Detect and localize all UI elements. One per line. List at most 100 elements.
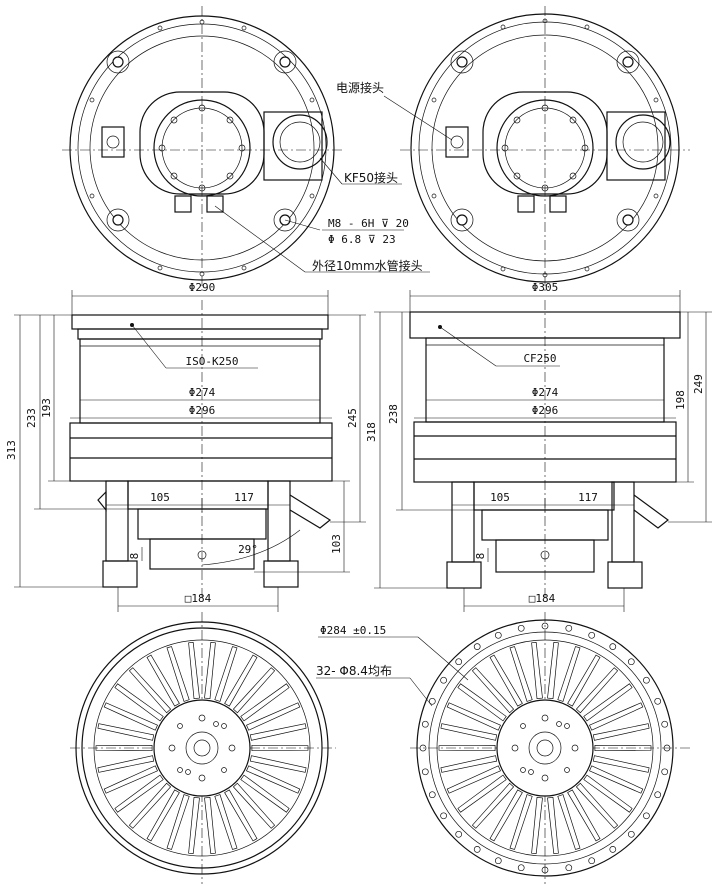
dim-h-total-left: 313 [5,440,18,460]
bolt-hole [588,631,596,639]
rotor-blade [489,789,523,842]
bolt-hole [627,658,635,666]
bolt-hole [565,864,573,872]
rotor-blade [567,654,601,707]
bolt-hole [609,643,617,650]
bolt-hole [494,857,502,865]
rotor-blade [232,667,276,714]
rotor-blade [440,755,498,773]
rotor-blade [249,755,307,773]
top-view-right [383,6,690,292]
bolt-hole [654,697,662,705]
bolt-holes-right [419,622,671,874]
rotor-blade [509,646,533,702]
dim-w-left-right: 105 [490,491,510,504]
dim-dia-base-left: Φ296 [189,404,216,417]
bolt-hole [565,624,573,632]
rotor-blade [246,702,301,731]
dim-h2-right: 238 [387,404,400,424]
bottom-view-right [316,612,690,884]
rotor-blade [457,774,507,813]
rotor-blade [583,774,633,813]
rotor-blade [97,755,155,773]
rotor-blade [232,782,276,829]
bolt-hole [473,643,481,650]
rotor-blade [166,646,190,702]
bolt-hole [428,697,436,705]
dim-dia-body-right: Φ274 [532,386,559,399]
rotor-blade [567,789,601,842]
dim-w-left-left: 105 [150,491,170,504]
rotor-blade [509,794,533,850]
rotor-blade [547,797,559,854]
rotor-blade [489,654,523,707]
rotor-blade [240,774,290,813]
bolt-hole [419,744,427,752]
bolt-hole [440,812,447,820]
dim-w-right-right: 117 [578,491,598,504]
rotor-blades-right [438,642,652,854]
dim-dia-top-left: Φ290 [189,281,216,294]
rotor-blade [204,642,216,699]
bolt-hole [440,676,447,684]
rotor-blade [188,797,200,854]
rotor-blade [557,794,581,850]
dim-dia-top-right: Φ305 [532,281,559,294]
rotor-blade [547,642,559,699]
bolt-hole [455,658,463,666]
bolt-hole [588,857,596,865]
rotor-blade [166,794,190,850]
rotor-blade [457,683,507,722]
iso-flange-label: ISO-K250 [186,355,239,368]
rotor-blade [188,642,200,699]
dim-h2-left: 233 [25,408,38,428]
rotor-blade [240,683,290,722]
bolt-hole [421,768,429,776]
rotor-blade [531,797,543,854]
rotor-blade [471,782,515,829]
rotor-blade [146,654,180,707]
rotor-blades-left [95,642,309,854]
bolt-hole [541,866,549,874]
rotor-blade [440,723,498,741]
bottom-view-left [70,612,336,884]
bolt-hole [473,846,481,853]
rotor-blade [246,765,301,794]
dim-w-right-left: 117 [234,491,254,504]
bolt-holes-label: 32- Φ8.4均布 [316,664,392,678]
bolt-hole [541,622,549,630]
dim-angle-left: 29° [238,543,258,556]
bolt-hole [663,744,671,752]
bolt-hole [494,631,502,639]
rotor-blade [224,654,258,707]
rotor-blade [95,744,153,752]
bolt-hole [654,791,662,799]
rotor-blade [592,755,650,773]
bolt-hole [643,676,650,684]
rotor-blade [583,683,633,722]
top-view-left [62,6,430,292]
rotor-blade [592,723,650,741]
side-view-left: Φ290 ISO-K250 Φ274 Φ296 105 117 29° 8 □1… [5,281,366,612]
dim-square-right: □184 [529,592,556,605]
cf-flange-label: CF250 [523,352,556,365]
bolt-hole [643,812,650,820]
bolt-hole [517,864,525,872]
rotor-blade [471,667,515,714]
rotor-blade [128,782,172,829]
rotor-blade [128,667,172,714]
rotor-blade [594,744,652,752]
rotor-blade [103,765,158,794]
bolt-hole [661,768,669,776]
dim-foot-right: 8 [474,553,487,560]
mount-holes-right [450,50,640,232]
rotor-blade [438,744,496,752]
rotor-blade [557,646,581,702]
power-connector-label: 电源接头 [336,80,384,95]
bolt-circle-label: Φ284 ±0.15 [320,624,386,637]
dim-h-right-left: 245 [346,408,359,428]
rotor-blade [589,765,644,794]
bolt-hole [661,720,669,728]
rotor-blade [249,723,307,741]
